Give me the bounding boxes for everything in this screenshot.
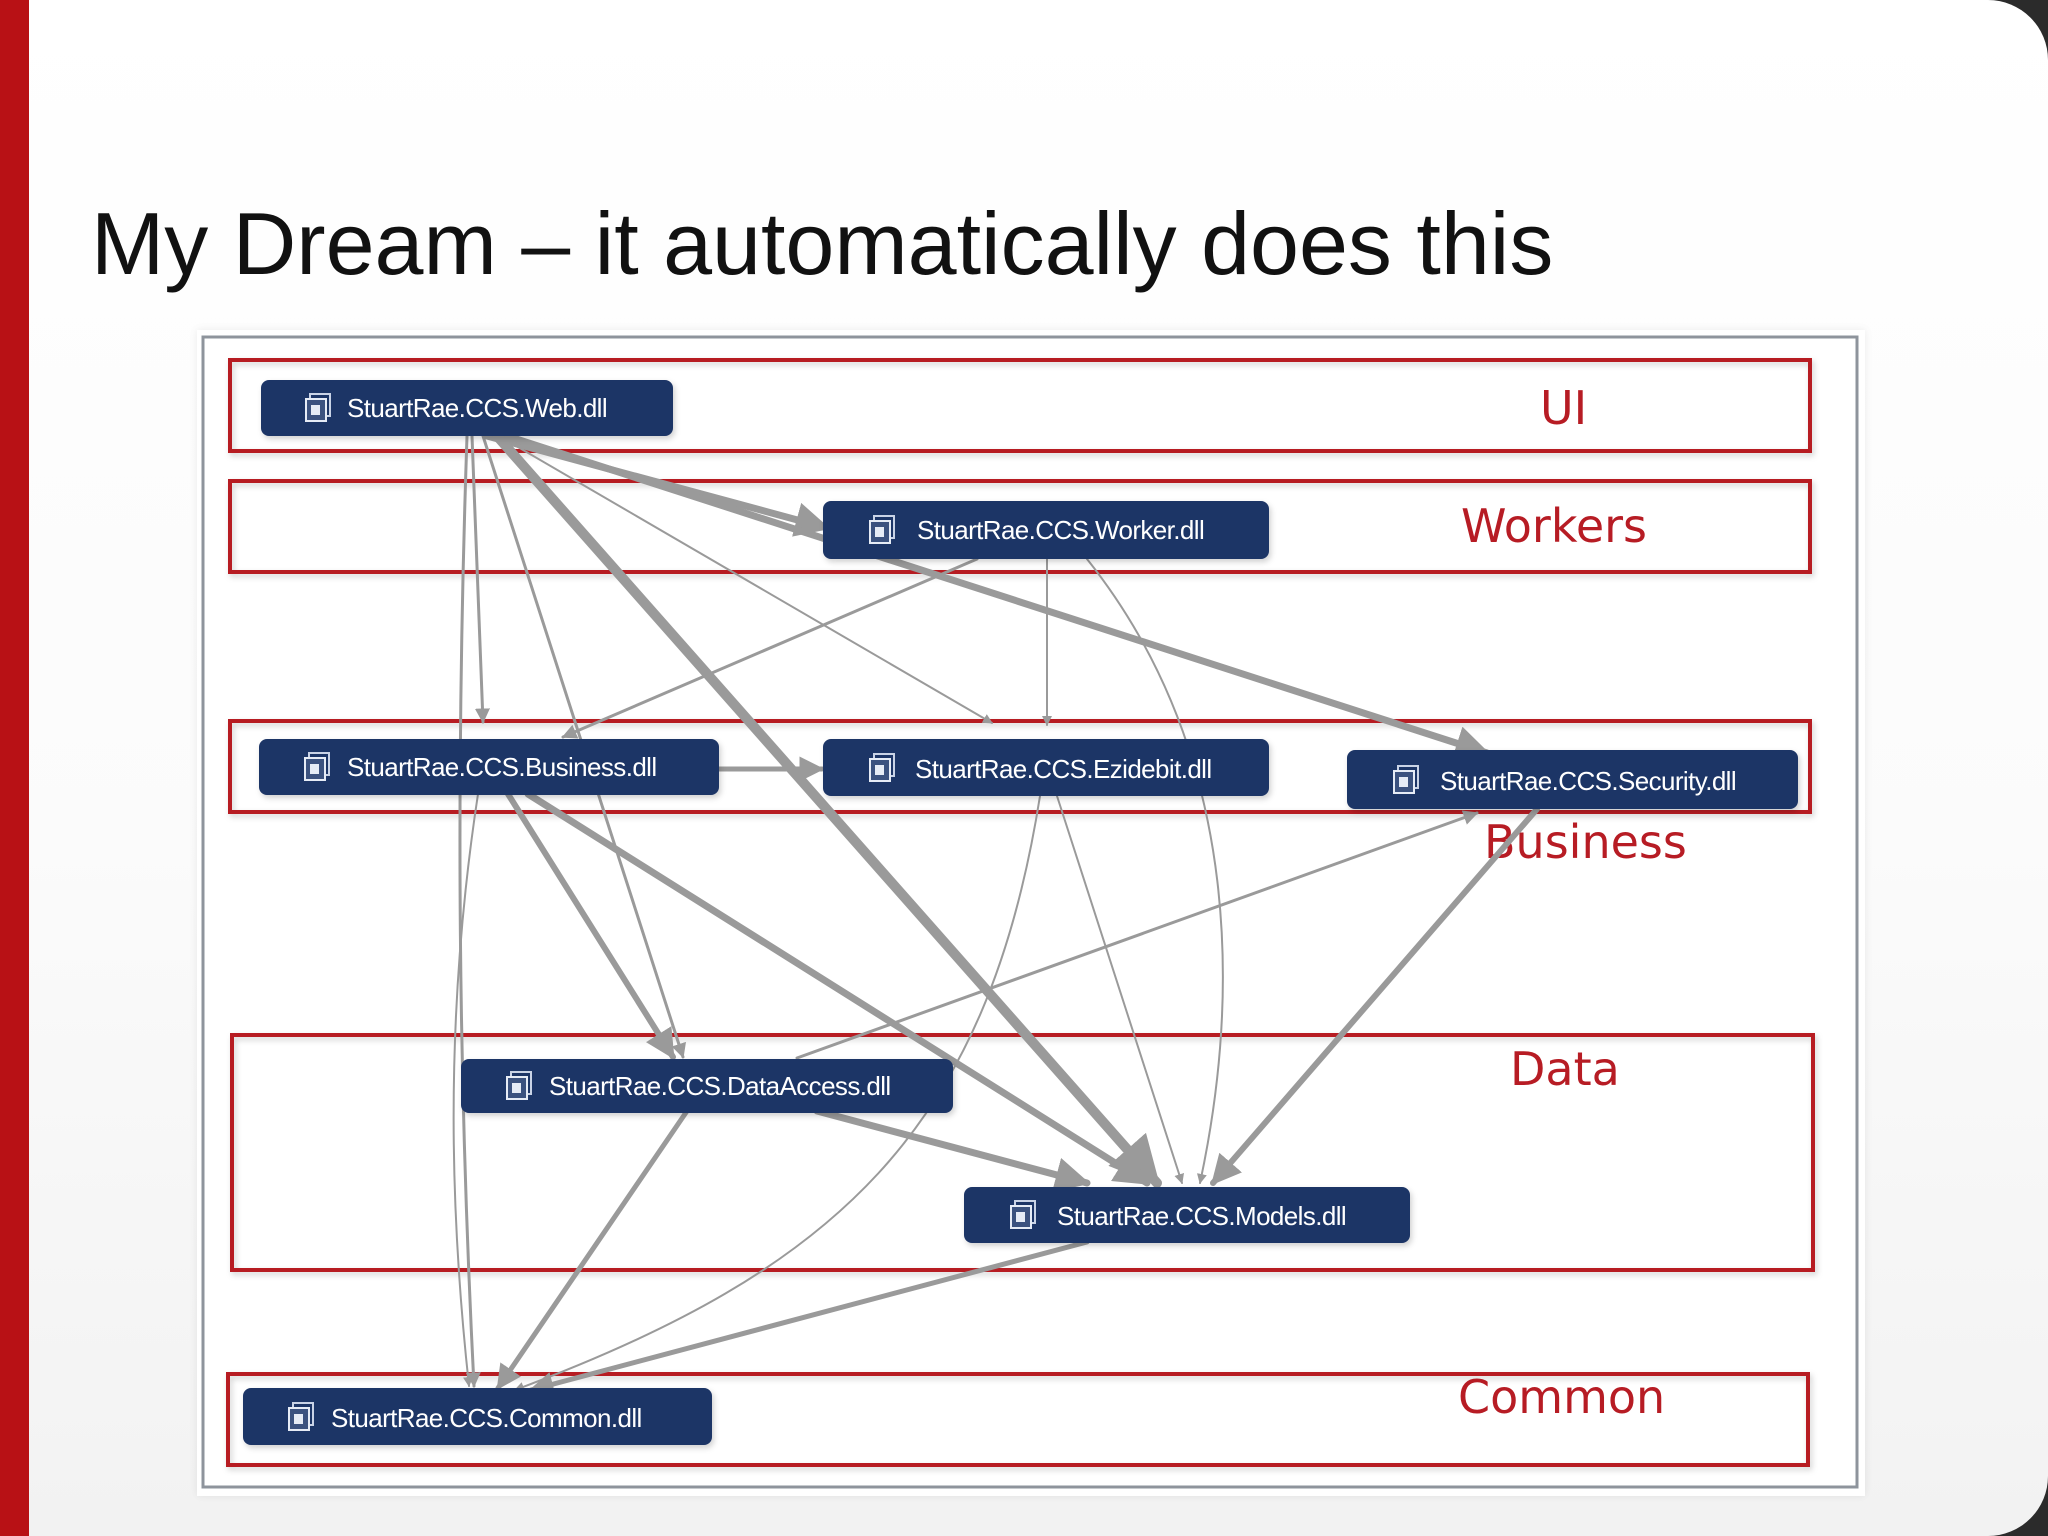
slide-title: My Dream – it automatically does this bbox=[91, 194, 1554, 293]
node-box bbox=[823, 501, 1269, 559]
layer-box-ui bbox=[228, 358, 1812, 453]
edge-security-models bbox=[1210, 806, 1540, 1186]
layer-boxes bbox=[226, 358, 1815, 1467]
node-label: StuartRae.CCS.Worker.dll bbox=[917, 515, 1204, 545]
edge-worker-business bbox=[561, 557, 979, 739]
layer-label-common: Common bbox=[1458, 1370, 1665, 1424]
node-web[interactable]: StuartRae.CCS.Web.dll bbox=[261, 380, 673, 436]
node-box bbox=[461, 1059, 953, 1113]
node-box bbox=[823, 739, 1269, 796]
layer-label-business: Business bbox=[1484, 815, 1687, 869]
layer-label-data: Data bbox=[1510, 1042, 1620, 1096]
assembly-icon bbox=[288, 1402, 314, 1431]
node-worker[interactable]: StuartRae.CCS.Worker.dll bbox=[823, 501, 1269, 559]
node-ezidebit[interactable]: StuartRae.CCS.Ezidebit.dll bbox=[823, 739, 1269, 796]
edges bbox=[452, 431, 1540, 1397]
edge-web-common bbox=[458, 434, 481, 1388]
layer-labels: UI Workers Business Data Common bbox=[1458, 381, 1687, 1424]
node-box bbox=[259, 739, 719, 795]
node-common[interactable]: StuartRae.CCS.Common.dll bbox=[243, 1388, 712, 1445]
edge-business-common bbox=[452, 793, 479, 1387]
node-dataaccess[interactable]: StuartRae.CCS.DataAccess.dll bbox=[461, 1059, 953, 1113]
layer-box-common bbox=[226, 1372, 1810, 1467]
node-label: StuartRae.CCS.Ezidebit.dll bbox=[915, 754, 1212, 784]
layer-label-workers: Workers bbox=[1461, 499, 1647, 553]
edge-ezidebit-models bbox=[1056, 795, 1184, 1184]
node-security[interactable]: StuartRae.CCS.Security.dll bbox=[1347, 750, 1798, 809]
assembly-icon bbox=[305, 393, 331, 422]
edge-dataaccess-models bbox=[813, 1107, 1091, 1192]
edge-web-business bbox=[470, 434, 490, 724]
edge-web-security bbox=[503, 432, 1491, 760]
dependency-graph: UI Workers Business Data Common bbox=[201, 335, 1859, 1489]
node-box bbox=[243, 1388, 712, 1445]
edge-ezidebit-common bbox=[514, 795, 1041, 1392]
assembly-icon bbox=[869, 515, 895, 544]
assembly-icon bbox=[506, 1071, 532, 1100]
node-box bbox=[1347, 750, 1798, 809]
node-label: StuartRae.CCS.Models.dll bbox=[1057, 1201, 1346, 1231]
node-label: StuartRae.CCS.Security.dll bbox=[1440, 766, 1736, 796]
node-label: StuartRae.CCS.DataAccess.dll bbox=[549, 1071, 891, 1101]
accent-bar bbox=[0, 0, 29, 1536]
assembly-icon bbox=[304, 752, 330, 781]
dependency-diagram: UI Workers Business Data Common bbox=[197, 330, 1865, 1496]
edge-business-dataaccess bbox=[505, 791, 676, 1060]
edge-dataaccess-security bbox=[795, 810, 1479, 1060]
assembly-icon bbox=[1010, 1200, 1036, 1229]
layer-label-ui: UI bbox=[1540, 381, 1587, 435]
nodes: StuartRae.CCS.Web.dll StuartRae.CCS.Work… bbox=[243, 380, 1798, 1445]
edge-models-common bbox=[528, 1239, 1090, 1397]
edge-worker-models bbox=[1086, 558, 1224, 1184]
node-box bbox=[964, 1187, 1410, 1243]
assembly-icon bbox=[1393, 765, 1419, 794]
edge-business-models bbox=[524, 790, 1151, 1187]
layer-box-workers bbox=[228, 479, 1812, 574]
edge-web-ezidebit bbox=[498, 435, 993, 724]
node-label: StuartRae.CCS.Common.dll bbox=[331, 1403, 642, 1433]
node-label: StuartRae.CCS.Web.dll bbox=[347, 393, 607, 423]
node-business[interactable]: StuartRae.CCS.Business.dll bbox=[259, 739, 719, 795]
node-label: StuartRae.CCS.Business.dll bbox=[347, 752, 657, 782]
node-box bbox=[261, 380, 673, 436]
layer-box-business bbox=[228, 719, 1812, 814]
assembly-icon bbox=[869, 753, 895, 782]
node-models[interactable]: StuartRae.CCS.Models.dll bbox=[964, 1187, 1410, 1243]
edge-web-models bbox=[492, 431, 1162, 1188]
edge-dataaccess-common bbox=[495, 1108, 690, 1391]
